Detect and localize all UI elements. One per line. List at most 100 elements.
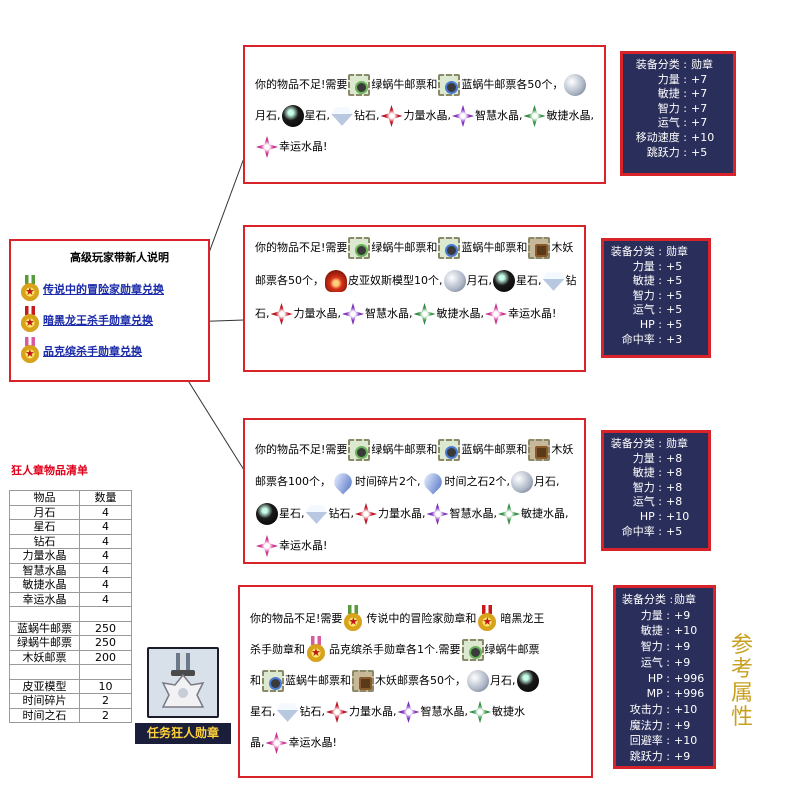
stat-row: 攻击力 : +10 <box>622 702 707 718</box>
item-name-cell <box>9 606 80 622</box>
item-qty-cell: 4 <box>79 548 132 564</box>
stat-row: 智力 :+5 <box>610 289 702 304</box>
stat-value: +996 <box>674 687 705 701</box>
power-crystal-icon <box>270 303 293 325</box>
item-name-cell: 时间之石 <box>9 707 80 723</box>
stat-key: 敏捷 : <box>640 624 670 638</box>
stat-value: +5 <box>666 524 683 538</box>
dex-crystal-icon <box>523 105 546 127</box>
green-snail-stamp-icon <box>461 639 484 661</box>
requirement-box-4: 你的物品不足!需要★传说中的冒险家勋章和★暗黑龙王杀手勋章和★品克缤杀手勋章各1… <box>238 585 593 778</box>
stat-key: 敏捷 : <box>657 87 687 101</box>
medal-icon: ★ <box>19 305 41 334</box>
stat-value: 勋章 <box>674 593 696 606</box>
stat-key: 装备分类 : <box>635 58 687 71</box>
stump-stamp-icon <box>352 670 374 692</box>
green-snail-stamp-icon <box>348 74 371 96</box>
stat-value: 勋章 <box>666 437 688 450</box>
stat-value: +9 <box>674 655 691 669</box>
item-name-cell: 皮亚模型 <box>9 678 80 694</box>
stump-stamp-icon <box>528 439 551 461</box>
item-qty-cell <box>79 606 132 622</box>
star-rock-icon <box>516 670 539 692</box>
stat-key: 魔法力 : <box>629 718 670 732</box>
crazy-list-title: 狂人章物品清单 <box>11 464 88 477</box>
stat-value: +8 <box>666 495 683 509</box>
green-snail-stamp-icon <box>348 439 371 461</box>
item-name-cell: 力量水晶 <box>9 548 80 564</box>
stat-row: 智力 :+7 <box>629 102 727 117</box>
stat-key: 敏捷 : <box>632 466 662 480</box>
diamond-icon <box>276 703 299 722</box>
blue-snail-stamp-icon <box>262 670 284 692</box>
stat-row: 装备分类 :勋章 <box>610 245 702 260</box>
stat-value: 勋章 <box>691 58 713 71</box>
col-header-qty: 数量 <box>79 490 132 506</box>
stat-row: 力量 :+7 <box>629 73 727 88</box>
stat-value: +8 <box>666 466 683 480</box>
item-name-cell: 月石 <box>9 504 80 520</box>
stat-value: +5 <box>666 288 683 302</box>
stat-key: 跳跃力 : <box>646 145 687 159</box>
stat-row: 敏捷 : +8 <box>610 466 702 481</box>
blue-snail-stamp-icon <box>438 74 461 96</box>
luk-crystal-icon <box>256 535 278 557</box>
stat-value: +8 <box>666 480 683 494</box>
item-name-cell <box>9 664 80 680</box>
item-qty-cell: 250 <box>79 620 132 636</box>
stat-key: 智力 : <box>640 640 670 654</box>
wisdom-crystal-icon <box>452 105 474 127</box>
luk-crystal-icon <box>256 136 278 158</box>
item-qty-cell: 4 <box>79 562 132 578</box>
menu-item-legend-explorer[interactable]: ★ 传说中的冒险家勋章兑换 <box>19 273 200 304</box>
stat-row: 力量 :+8 <box>610 452 702 467</box>
power-crystal-icon <box>380 105 403 127</box>
stat-value: +9 <box>674 640 691 654</box>
stat-value: +3 <box>666 332 683 346</box>
stat-row: 移动速度 :+10 <box>629 131 727 146</box>
luk-crystal-icon <box>485 303 507 325</box>
stat-value: +10 <box>691 130 715 144</box>
stat-value: +5 <box>666 317 683 331</box>
stat-value: +10 <box>674 702 698 716</box>
stat-row: 智力 : +9 <box>622 639 707 655</box>
item-name-cell: 蓝蜗牛邮票 <box>9 620 80 636</box>
stat-row: 跳跃力 :+5 <box>629 146 727 161</box>
reference-attributes-label: 参考属性 <box>730 633 753 730</box>
item-qty-cell: 4 <box>79 533 132 549</box>
blue-snail-stamp-icon <box>438 237 461 259</box>
menu-item-dark-dragon[interactable]: ★ 暗黑龙王杀手勋章兑换 <box>19 304 200 335</box>
stat-key: MP : <box>646 687 670 701</box>
stat-key: 运气 : <box>640 655 670 669</box>
stat-key: 攻击力 : <box>629 702 670 716</box>
stat-row: 命中率 :+3 <box>610 333 702 348</box>
item-qty-cell: 10 <box>79 678 132 694</box>
stat-row: 敏捷 : +10 <box>622 623 707 639</box>
stat-value: +10 <box>674 624 698 638</box>
stat-value: +8 <box>666 451 683 465</box>
item-name-cell: 幸运水晶 <box>9 591 80 607</box>
stat-row: 装备分类 : 勋章 <box>629 58 727 73</box>
stat-row: HP :+996 <box>622 671 707 687</box>
table-row <box>9 664 132 680</box>
menu-item-pinkbean[interactable]: ★ 品克缤杀手勋章兑换 <box>19 335 200 366</box>
medal-icon: ★ <box>342 605 364 633</box>
stat-row: HP :+5 <box>610 318 702 333</box>
moon-rock-icon <box>511 471 533 493</box>
stat-key: HP : <box>647 671 670 685</box>
star-rock-icon <box>256 503 278 525</box>
stat-key: 智力 : <box>657 101 687 115</box>
dex-crystal-icon <box>498 503 520 525</box>
stat-row: 力量 :+5 <box>610 260 702 275</box>
item-qty-cell: 250 <box>79 635 132 651</box>
stat-key: 力量 : <box>632 259 662 273</box>
stat-row: 运气 : +9 <box>622 655 707 671</box>
